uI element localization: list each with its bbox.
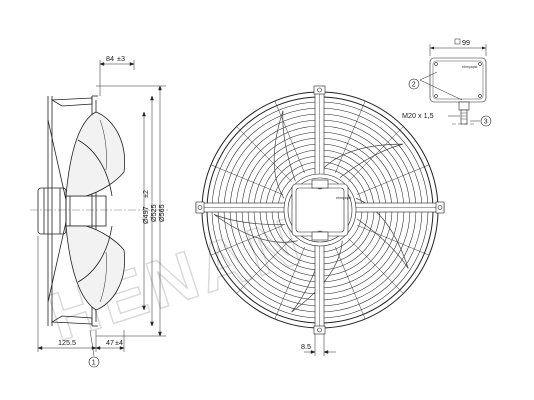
- guard-spoke: [348, 126, 404, 182]
- terminal-box-detail: [419, 38, 487, 125]
- dim-blade-diameter: Ø497: [141, 206, 150, 224]
- callout-2: 2: [408, 78, 420, 90]
- rotor-hub: [65, 195, 107, 227]
- blade-edge: [77, 225, 113, 283]
- guard-spoke: [274, 100, 305, 174]
- guard-spoke: [210, 225, 284, 256]
- guard-spoke: [356, 225, 430, 256]
- mount-lug-left: [195, 201, 205, 214]
- mount-hole: [197, 205, 203, 210]
- mount-lug-bottom: [313, 325, 326, 335]
- guard-spoke: [356, 164, 430, 195]
- front-view: [195, 85, 445, 335]
- hub-brand-label: ebmpapst: [336, 196, 351, 200]
- blade-lower: [65, 225, 126, 311]
- fan-blade: [213, 214, 298, 243]
- blade-upper: [65, 111, 126, 197]
- dim-mount-depth-tolerance: ±4: [115, 338, 123, 347]
- guard-spoke: [274, 246, 305, 320]
- dim-depth-top: [99, 60, 135, 96]
- blade-edge: [77, 139, 113, 197]
- side-view: [30, 95, 170, 327]
- mount-lug-right: [435, 201, 445, 214]
- guard-spoke: [210, 164, 284, 195]
- callout-1-label: 1: [92, 360, 96, 367]
- callout-2-label: 2: [412, 82, 416, 89]
- mount-hole: [437, 205, 443, 210]
- dim-depth-top-value: 84: [106, 54, 114, 63]
- dim-thread: M20 x 1,5: [402, 111, 434, 120]
- terminal-box-brand: ebmpapst: [462, 65, 477, 69]
- blade-shading: [99, 119, 107, 171]
- dim-diameters: [96, 85, 166, 337]
- mount-hole: [317, 87, 322, 93]
- dim-mount-depth: 47: [106, 338, 114, 347]
- guard-spoke: [348, 238, 404, 294]
- guard-spoke: [335, 246, 366, 320]
- dim-motor-length: 125.5: [58, 338, 76, 347]
- dim-bottom-side: [37, 236, 125, 357]
- dim-outer-diameter: Ø565: [157, 204, 166, 222]
- dim-hole: [304, 334, 336, 356]
- dim-ring-diameter: Ø525: [149, 204, 158, 222]
- housing-top: [50, 97, 93, 107]
- callout-3-label: 3: [484, 119, 488, 126]
- guard-spoke: [236, 126, 292, 182]
- cable-gland-thread: [460, 109, 468, 125]
- dim-box-width: 99: [462, 38, 470, 47]
- strut: [47, 221, 67, 303]
- hub-ring-inner: [287, 177, 353, 243]
- fan-blade: [291, 240, 343, 313]
- fan-blade: [273, 110, 296, 199]
- blade-shading: [99, 251, 107, 303]
- dim-hole-value: 8.5: [301, 342, 311, 351]
- dim-blade-tolerance: ±2: [141, 190, 150, 198]
- terminal-box: [429, 57, 487, 103]
- hub-tab-top: [311, 179, 329, 189]
- cable-gland: [458, 101, 470, 111]
- mount-hole: [317, 327, 322, 333]
- callout-3: 3: [480, 115, 492, 127]
- mount-lug-top: [313, 85, 326, 95]
- dim-depth-top-tolerance: ±3: [117, 54, 125, 63]
- guard-spoke: [236, 238, 292, 294]
- hub-tab-bottom: [311, 231, 329, 241]
- guard-spoke: [335, 100, 366, 174]
- fan-blade: [319, 143, 404, 178]
- hub-plate: [291, 183, 349, 237]
- callout-1: 1: [88, 356, 100, 368]
- strut: [47, 119, 67, 201]
